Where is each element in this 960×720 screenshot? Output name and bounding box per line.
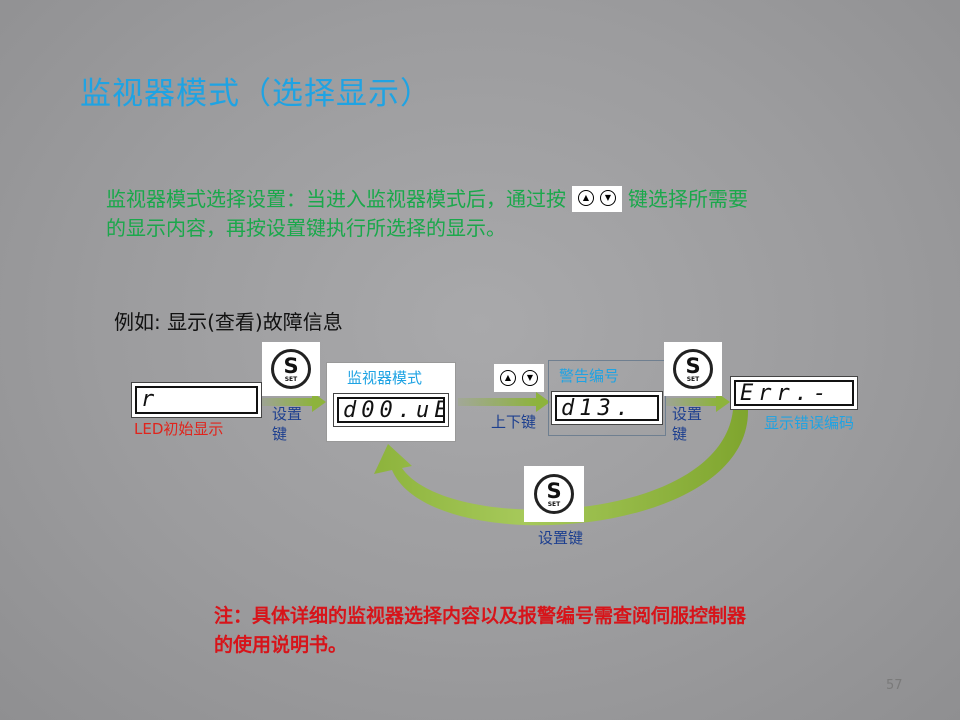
error-led-value: Err.- - - [734, 380, 854, 406]
loop-set-key-label: 设置键 [538, 529, 584, 547]
loop-return-arrow [374, 410, 749, 526]
example-text: 例如: 显示(查看)故障信息 [114, 310, 343, 334]
page-number: 57 [886, 678, 903, 693]
alarm-number-panel: 警告编号 d13. rn [548, 360, 666, 436]
note-line-2: 的使用说明书。 [214, 634, 348, 656]
set-key-label: 设置 键 [272, 405, 303, 443]
note: 注：具体详细的监视器选择内容以及报警编号需查阅伺服控制器 的使用说明书。 [214, 602, 746, 660]
alarm-number-title: 警告编号 [559, 367, 620, 385]
arrow-monitor-to-alarm [458, 392, 550, 412]
up-arrow-icon: ▲ [578, 189, 594, 206]
initial-display-label: LED初始显示 [134, 420, 224, 438]
alarm-number-display: d13. rn [551, 391, 663, 425]
error-led-display: Err.- - - [730, 376, 858, 410]
description-line-1: 监视器模式选择设置：当进入监视器模式后，通过按▲▼键选择所需要 [106, 185, 886, 214]
monitor-mode-panel: 监视器模式 d00.uEP [326, 362, 456, 442]
initial-led-display: r 0 [131, 382, 262, 418]
monitor-mode-display: d00.uEP [333, 393, 449, 427]
description-text-before: 监视器模式选择设置：当进入监视器模式后，通过按 [106, 187, 566, 211]
initial-led-value: r 0 [135, 386, 258, 414]
error-display-label: 显示错误编码 [764, 414, 855, 432]
description-line-2: 的显示内容，再按设置键执行所选择的显示。 [106, 215, 506, 240]
updown-key-label: 上下键 [491, 413, 537, 431]
note-line-1: 注：具体详细的监视器选择内容以及报警编号需查阅伺服控制器 [214, 605, 747, 627]
updown-key-icon: ▲▼ [572, 185, 622, 212]
arrow-initial-to-monitor [262, 392, 326, 412]
up-arrow-icon[interactable]: ▲ [500, 370, 516, 386]
down-arrow-icon: ▼ [600, 189, 616, 206]
updown-keys[interactable]: ▲ ▼ [494, 364, 544, 392]
page-title: 监视器模式（选择显示） [80, 76, 432, 112]
description: 监视器模式选择设置：当进入监视器模式后，通过按▲▼键选择所需要 的显示内容，再按… [106, 185, 886, 242]
arrow-alarm-to-error [666, 392, 730, 412]
monitor-mode-title: 监视器模式 [347, 369, 423, 387]
description-text-after: 键选择所需要 [628, 187, 748, 211]
down-arrow-icon[interactable]: ▼ [522, 370, 538, 386]
set-key-label: 设置 键 [672, 405, 703, 443]
